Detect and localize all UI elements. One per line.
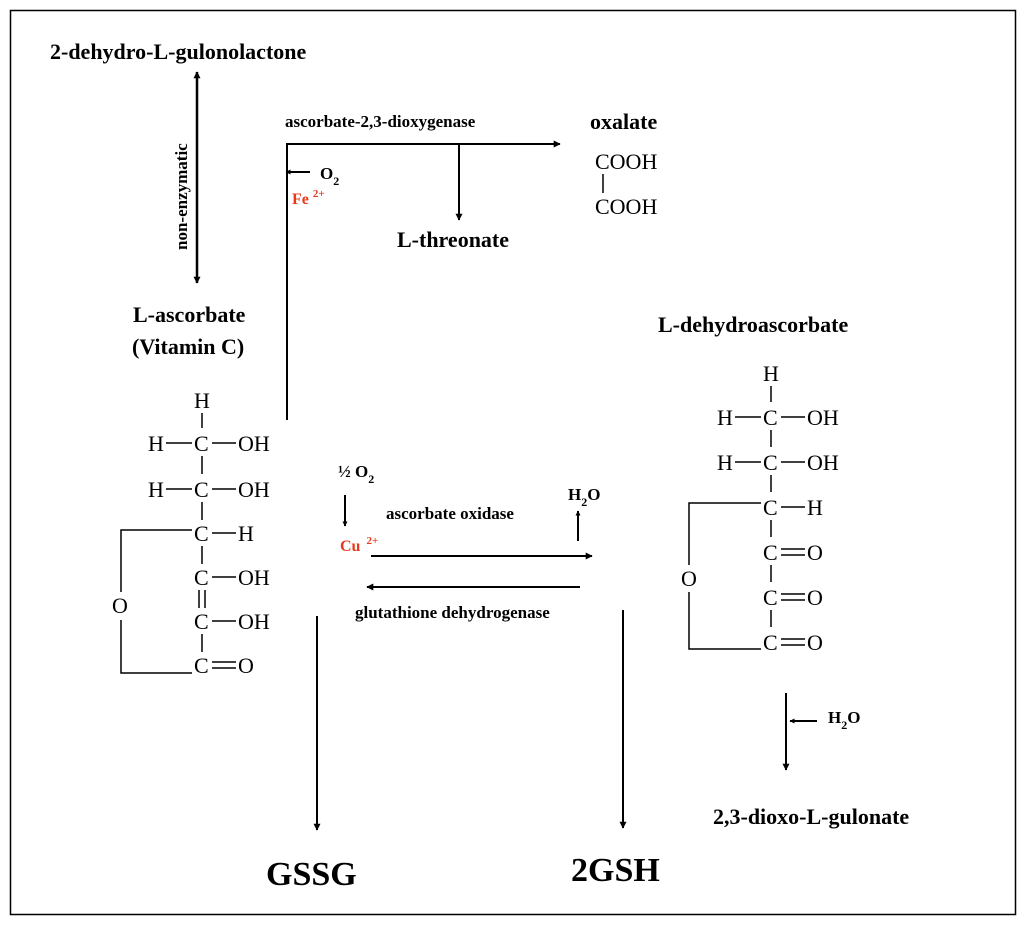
compound-dehydroascorbate: L-dehydroascorbate	[658, 312, 848, 337]
label-glutathione-dehydrogenase: glutathione dehydrogenase	[355, 603, 550, 622]
compound-threonate: L-threonate	[397, 227, 509, 252]
dha-row3-c: C	[763, 495, 778, 520]
compound-dehydrogulonolactone: 2-dehydro-L-gulonolactone	[50, 39, 307, 64]
oxalate-row1: COOH	[595, 149, 657, 174]
dha-ring-o: O	[681, 566, 697, 591]
product-h2o-oxidase: H2O	[568, 485, 600, 509]
asc-row4-c: C	[194, 565, 209, 590]
label-non-enzymatic: non-enzymatic	[172, 143, 191, 250]
compound-ascorbate-line1: L-ascorbate	[133, 302, 246, 327]
dehydroascorbate-structure: H H C OH H C OH C H C O C O C O O	[681, 361, 839, 655]
asc-row6-right: O	[238, 653, 254, 678]
asc-row5-c: C	[194, 609, 209, 634]
label-ascorbate-oxidase: ascorbate oxidase	[386, 504, 514, 523]
dha-row4-c: C	[763, 540, 778, 565]
dha-row3-right: H	[807, 495, 823, 520]
dha-row2-c: C	[763, 450, 778, 475]
dha-ring-bond	[688, 502, 761, 650]
compound-dioxogulonate: 2,3-dioxo-L-gulonate	[713, 804, 909, 829]
arrow-dioxygenase	[286, 140, 561, 420]
cofactor-o2: O2	[320, 164, 339, 188]
cofactor-h2o-hydrolysis: H2O	[828, 708, 860, 732]
asc-row1-c: C	[194, 431, 209, 456]
asc-row2-left: H	[148, 477, 164, 502]
dha-row2-left: H	[717, 450, 733, 475]
dha-row1-right: OH	[807, 405, 839, 430]
dha-row6-right: O	[807, 630, 823, 655]
cofactor-half-o2: ½ O2	[338, 462, 374, 486]
compound-gssg: GSSG	[266, 856, 357, 893]
oxalate-row2: COOH	[595, 194, 657, 219]
asc-ring-bond	[120, 529, 192, 674]
label-dioxygenase: ascorbate-2,3-dioxygenase	[285, 112, 476, 131]
dha-row2-right: OH	[807, 450, 839, 475]
dha-row6-c: C	[763, 630, 778, 655]
asc-row2-right: OH	[238, 477, 270, 502]
asc-row4-right: OH	[238, 565, 270, 590]
ascorbate-structure: H H C OH H C OH C H C OH C OH C O O	[112, 388, 270, 678]
compound-gsh: 2GSH	[571, 852, 660, 889]
compound-oxalate: oxalate	[590, 109, 657, 134]
asc-row1-right: OH	[238, 431, 270, 456]
asc-row3-right: H	[238, 521, 254, 546]
dha-row1-c: C	[763, 405, 778, 430]
dha-row1-left: H	[717, 405, 733, 430]
asc-row6-c: C	[194, 653, 209, 678]
asc-row1-left: H	[148, 431, 164, 456]
asc-row3-c: C	[194, 521, 209, 546]
dha-row4-right: O	[807, 540, 823, 565]
asc-ring-o: O	[112, 593, 128, 618]
compound-ascorbate-line2: (Vitamin C)	[132, 334, 244, 359]
diagram-frame	[9, 9, 1017, 916]
asc-top-h: H	[194, 388, 210, 413]
dha-row5-right: O	[807, 585, 823, 610]
asc-row5-right: OH	[238, 609, 270, 634]
dha-top-h: H	[763, 361, 779, 386]
dha-row5-c: C	[763, 585, 778, 610]
asc-row2-c: C	[194, 477, 209, 502]
